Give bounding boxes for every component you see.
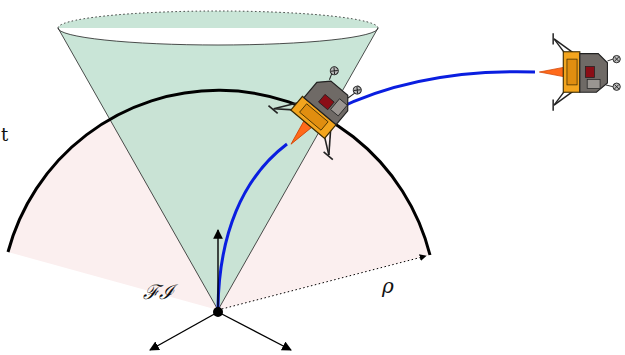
lander	[259, 50, 380, 171]
cone-rim	[58, 11, 378, 28]
radius-label: ρ	[382, 276, 394, 296]
trajectory	[335, 72, 535, 110]
frame-label: ℱℐ	[143, 282, 174, 302]
cut-off-label: t	[1, 126, 8, 144]
surface-arc	[8, 90, 430, 255]
trajectory	[218, 144, 287, 308]
frame-origin	[213, 307, 223, 317]
lander	[539, 33, 620, 110]
radius-line	[218, 256, 426, 310]
